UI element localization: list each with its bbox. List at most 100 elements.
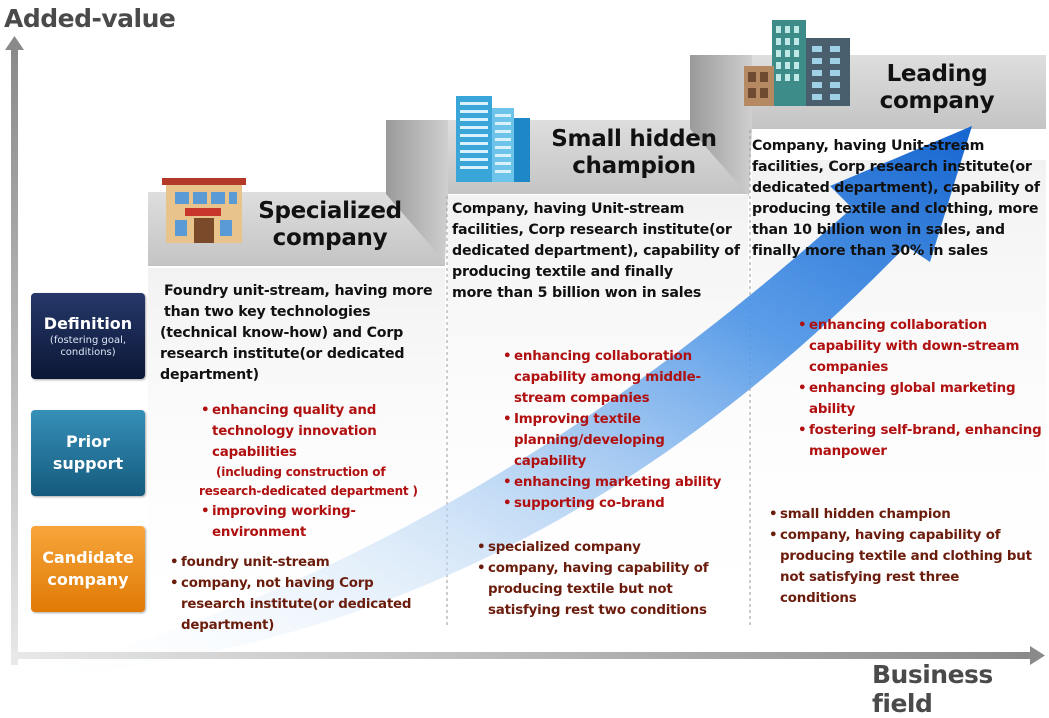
definition-line: Company, having Unit-stream — [752, 138, 985, 154]
support-line: enhancing quality and — [212, 403, 377, 418]
stage-title-line: company — [272, 225, 388, 251]
x-axis-label: Business field — [872, 660, 993, 718]
candidate-line: producing textile but not — [488, 582, 673, 597]
row-label-candidate-line2: company — [47, 570, 129, 589]
support-line: planning/developing — [514, 433, 665, 448]
candidate-line: not satisfying rest three — [780, 570, 960, 585]
row-label-prior-support: Prior support — [31, 410, 145, 496]
definition-line: producing textile and clothing, more — [752, 201, 1039, 217]
candidate-item: company, having capability of producing … — [477, 558, 747, 621]
y-axis — [11, 48, 18, 665]
support-line: ability — [809, 402, 856, 417]
support-line: improving working- — [212, 504, 356, 519]
candidate-line: satisfying rest two conditions — [488, 603, 707, 618]
candidate-item: specialized company — [477, 537, 747, 558]
support-line: enhancing collaboration — [514, 349, 692, 364]
step-riser — [386, 120, 448, 262]
row-label-definition: Definition (fostering goal, conditions) — [31, 293, 145, 379]
candidate-line: department) — [181, 618, 275, 633]
definition-line: more than 5 billion won in sales — [452, 285, 702, 301]
candidate-list-small-hidden: specialized company company, having capa… — [477, 537, 747, 621]
support-item: Improving textile planning/developing ca… — [503, 409, 745, 472]
candidate-item: company, having capability of producing … — [769, 525, 1047, 609]
definition-line: dedicated department), capability of — [752, 180, 1040, 196]
support-list-specialized: enhancing quality and technology innovat… — [199, 400, 441, 543]
stage-title-line: Small hidden — [551, 126, 717, 152]
stage-title-line: company — [879, 88, 995, 114]
support-line: capabilities — [212, 445, 297, 460]
office-building-icon — [456, 96, 530, 182]
definition-line: Foundry unit-stream, having more — [164, 283, 433, 299]
x-axis-arrowhead — [1030, 646, 1045, 665]
definition-line: producing textile and finally — [452, 264, 673, 280]
y-axis-label: Added-value — [4, 4, 176, 33]
row-label-prior-support-line1: Prior — [66, 432, 110, 451]
support-item: enhancing marketing ability — [503, 472, 745, 493]
candidate-line: company, not having Corp — [181, 576, 374, 591]
definition-line: research institute(or dedicated — [160, 346, 405, 362]
candidate-line: producing textile and clothing but — [780, 549, 1032, 564]
candidate-line: company, having capability of — [488, 561, 709, 576]
stage-title-specialized: Specialized company — [250, 198, 410, 252]
support-line: fostering self-brand, enhancing — [809, 423, 1042, 438]
support-line: manpower — [809, 444, 887, 459]
row-label-candidate: Candidate company — [31, 526, 145, 612]
definition-small-hidden: Company, having Unit-stream facilities, … — [452, 199, 746, 304]
support-list-small-hidden: enhancing collaboration capability among… — [503, 346, 745, 514]
definition-line: finally more than 30% in sales — [752, 243, 988, 259]
definition-line: (technical know-how) and Corp — [160, 325, 404, 341]
row-label-candidate-line1: Candidate — [42, 548, 134, 567]
definition-line: than 10 billion won in sales, and — [752, 222, 1005, 238]
candidate-line: conditions — [780, 591, 857, 606]
stage-title-line: Specialized — [258, 198, 402, 224]
y-axis-arrowhead — [5, 36, 24, 50]
definition-specialized: Foundry unit-stream, having more than tw… — [160, 281, 442, 386]
definition-line: facilities, Corp research institute(or — [752, 159, 1032, 175]
support-line: environment — [212, 525, 307, 540]
tower-building-icon — [744, 20, 850, 106]
stage-title-small-hidden: Small hidden champion — [545, 126, 723, 180]
support-list-leading: enhancing collaboration capability with … — [798, 315, 1044, 462]
small-building-icon — [162, 178, 246, 243]
candidate-list-specialized: foundry unit-stream company, not having … — [170, 552, 442, 636]
support-item: enhancing collaboration capability among… — [503, 346, 745, 409]
stage-title-line: Leading — [886, 61, 988, 87]
definition-leading: Company, having Unit-stream facilities, … — [752, 136, 1046, 262]
candidate-line: company, having capability of — [780, 528, 1001, 543]
candidate-item: company, not having Corp research instit… — [170, 573, 442, 636]
stage-title-line: champion — [572, 153, 696, 179]
support-subline: research-dedicated department ) — [199, 484, 418, 498]
row-label-prior-support-line2: support — [52, 454, 124, 473]
growth-arrow — [40, 126, 972, 678]
support-line: enhancing collaboration — [809, 318, 987, 333]
support-line: companies — [809, 360, 889, 375]
support-item: improving working- environment — [201, 501, 441, 543]
support-item: fostering self-brand, enhancing manpower — [798, 420, 1044, 462]
row-label-definition-subtitle: (fostering goal, conditions) — [49, 335, 127, 358]
support-line: stream companies — [514, 391, 650, 406]
support-item: supporting co-brand — [503, 493, 745, 514]
stage-title-leading: Leading company — [862, 61, 1012, 115]
candidate-item: small hidden champion — [769, 504, 1047, 525]
definition-line: facilities, Corp research institute(or — [452, 222, 732, 238]
support-line: technology innovation — [212, 424, 377, 439]
support-line: capability — [514, 454, 587, 469]
row-label-definition-title: Definition — [43, 314, 133, 333]
definition-line: dedicated department), capability of — [452, 243, 740, 259]
support-line: Improving textile — [514, 412, 641, 427]
candidate-line: research institute(or dedicated — [181, 597, 412, 612]
support-subline: (including construction of — [216, 465, 386, 479]
support-line: capability with down-stream — [809, 339, 1020, 354]
candidate-list-leading: small hidden champion company, having ca… — [769, 504, 1047, 609]
definition-line: than two key technologies — [164, 304, 371, 320]
support-item: enhancing quality and technology innovat… — [199, 400, 441, 501]
support-line: enhancing global marketing — [809, 381, 1016, 396]
support-item: enhancing global marketing ability — [798, 378, 1044, 420]
support-line: capability among middle- — [514, 370, 701, 385]
support-item: enhancing collaboration capability with … — [798, 315, 1044, 378]
definition-line: Company, having Unit-stream — [452, 201, 685, 217]
candidate-item: foundry unit-stream — [170, 552, 442, 573]
step-riser — [690, 55, 752, 196]
definition-line: department) — [160, 367, 259, 383]
x-axis — [11, 652, 1031, 659]
